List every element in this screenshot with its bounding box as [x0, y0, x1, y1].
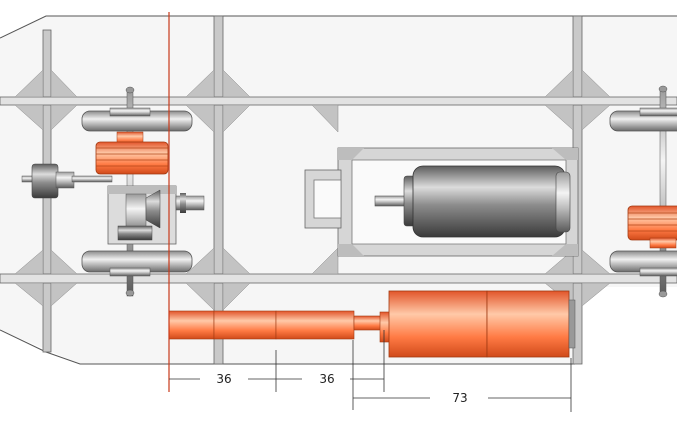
- frame-bottom-edge: [0, 329, 575, 365]
- motor-body: [412, 165, 566, 238]
- gussets: [14, 69, 611, 311]
- dimension-label-2: 36: [319, 372, 334, 386]
- frame-top-edge: [0, 15, 677, 39]
- shaft-section-2: [213, 310, 277, 340]
- gearbox: [107, 185, 205, 245]
- gear-stack: [95, 141, 169, 175]
- motor-housing-a: [388, 290, 488, 358]
- dimension-label-1: 36: [216, 372, 231, 386]
- shaft-section-1: [168, 310, 215, 340]
- motor-housing-b: [486, 290, 570, 358]
- shaft-section-3: [275, 310, 355, 340]
- frame-rail-top: [0, 96, 677, 106]
- dimension-lines: [169, 330, 572, 412]
- rear-gear-stack: [627, 205, 677, 241]
- frame-rail-bottom: [0, 273, 677, 284]
- buffer-coupler: [21, 163, 113, 199]
- motor: [374, 165, 571, 238]
- shaft-coupling: [353, 315, 385, 331]
- cardan-shaft: [168, 290, 576, 358]
- frame-post-2: [213, 15, 224, 365]
- dimension-label-3: 73: [452, 391, 467, 405]
- rear-wheelset: [609, 85, 677, 298]
- buffer-body: [31, 163, 59, 199]
